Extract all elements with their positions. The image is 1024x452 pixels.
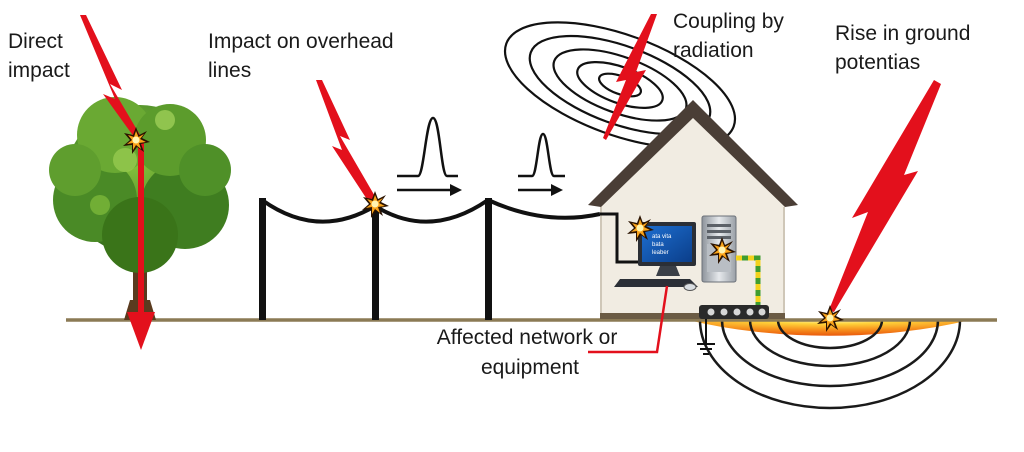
- pulse-icon: [397, 116, 458, 178]
- label-direct-impact: Direct impact: [8, 30, 70, 82]
- arrow-right-icon: [518, 184, 563, 196]
- label-ground-rise: Rise in ground potentias: [835, 22, 976, 74]
- svg-text:bata: bata: [652, 242, 664, 248]
- svg-text:leaber: leaber: [652, 250, 669, 256]
- arrow-right-icon: [397, 184, 462, 196]
- ground-symbol-icon: [697, 319, 715, 355]
- label-affected-equipment: Affected network or equipment: [437, 326, 623, 379]
- lightning-bolt-icon: [80, 15, 155, 350]
- lightning-bolt-icon: [603, 14, 657, 140]
- ground-potential-zone: [688, 319, 970, 410]
- pulse-icon: [518, 132, 565, 178]
- lightning-bolt-icon: [316, 80, 380, 207]
- label-overhead-lines: Impact on overhead lines: [208, 30, 399, 82]
- computer-icon: ata vita bata leaber: [614, 222, 698, 291]
- svg-text:ata vita: ata vita: [652, 234, 672, 240]
- overhead-power-line: [259, 198, 601, 320]
- power-strip-icon: [699, 305, 769, 319]
- label-coupling-radiation: Coupling by radiation: [673, 10, 790, 62]
- lightning-bolt-icon: [829, 80, 941, 312]
- pointer-line: [588, 285, 669, 354]
